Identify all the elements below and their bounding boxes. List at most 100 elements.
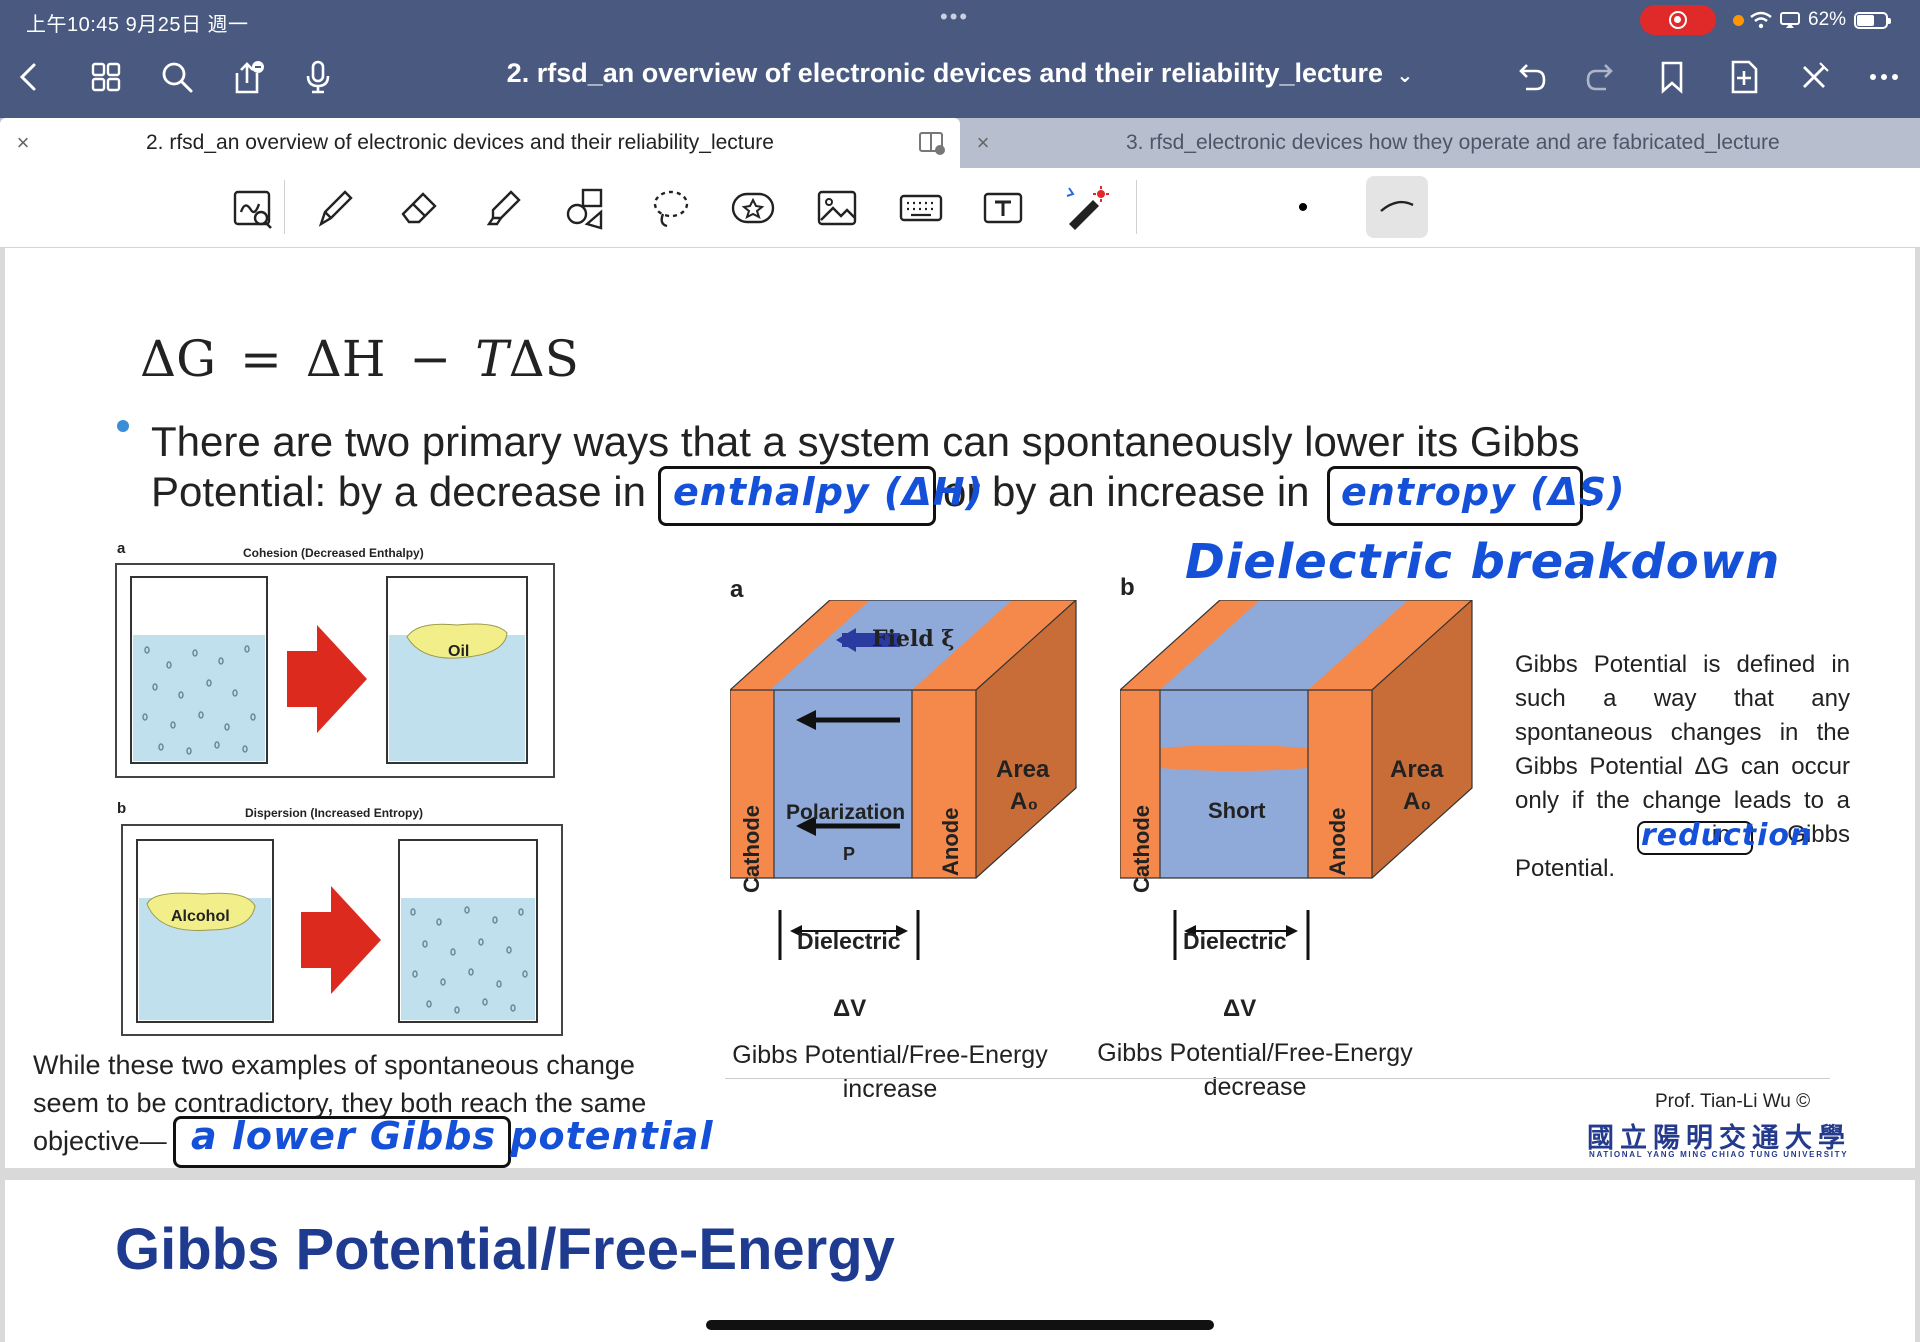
capacitor-a-diagram (730, 600, 1077, 960)
caption-a: Gibbs Potential/Free-Energy increase (732, 1041, 1048, 1103)
close-tab-icon[interactable]: × (976, 130, 990, 155)
lasso-tool[interactable] (644, 182, 698, 234)
area-label-b: Area (1390, 756, 1444, 783)
document-title: 2. rfsd_an overview of electronic device… (506, 58, 1384, 88)
close-pen-icon[interactable] (1792, 55, 1836, 99)
figure-a-title: Cohesion (Decreased Enthalpy) (243, 546, 424, 560)
ink-box-lower-gibbs[interactable] (173, 1116, 511, 1168)
author-credit: Prof. Tian-Li Wu © (1655, 1091, 1811, 1112)
undo-icon[interactable] (1508, 55, 1552, 99)
anode-label-b: Anode (1325, 807, 1350, 876)
share-icon[interactable] (225, 55, 269, 99)
annotation-toolbar: • (0, 168, 1920, 248)
microphone-icon[interactable] (296, 55, 340, 99)
tab-lecture-3[interactable]: × 3. rfsd_electronic devices how they op… (960, 118, 1920, 168)
system-status-icons: 62% (1750, 6, 1892, 34)
pen-tool[interactable] (308, 182, 362, 234)
stroke-style-option[interactable] (1366, 176, 1428, 238)
home-indicator[interactable] (706, 1320, 1214, 1330)
keyboard-tool[interactable] (894, 182, 948, 234)
more-icon[interactable] (1862, 55, 1906, 99)
tab-label: 2. rfsd_an overview of electronic device… (146, 131, 774, 154)
wifi-icon (1750, 11, 1772, 29)
cohesion-beakers (130, 576, 528, 764)
tab-label: 3. rfsd_electronic devices how they oper… (1126, 131, 1780, 154)
bullet-marker (117, 420, 129, 432)
status-time: 上午10:45 9月25日 週一 (26, 14, 249, 36)
dielectric-label-a: Dielectric (797, 928, 901, 954)
footer-divider (725, 1078, 1830, 1079)
caption-b: Gibbs Potential/Free-Energy decrease (1097, 1039, 1413, 1101)
delta-v-label-a: ΔV (833, 995, 867, 1022)
add-page-icon[interactable] (1722, 55, 1766, 99)
ink-entropy[interactable]: entropy (ΔS) (1341, 470, 1626, 514)
ink-box-enthalpy[interactable] (658, 466, 936, 526)
highlighter-tool[interactable] (476, 182, 530, 234)
a0-label-b: A₀ (1403, 788, 1432, 815)
oil-label: Oil (448, 643, 470, 660)
a0-label-a: A₀ (1010, 788, 1039, 815)
ink-enthalpy[interactable]: enthalpy (ΔH) (673, 470, 984, 514)
short-label: Short (1208, 798, 1266, 823)
bookmark-icon[interactable] (1650, 55, 1694, 99)
document-tabs: × 2. rfsd_an overview of electronic devi… (0, 118, 1920, 168)
university-logo-en: NATIONAL YANG MING CHIAO TUNG UNIVERSITY (1589, 1150, 1849, 1159)
battery-icon (1854, 11, 1892, 29)
screen-recording-indicator[interactable] (1640, 5, 1716, 35)
gibbs-formula: ΔG = ΔH − TΔS (140, 330, 579, 388)
ink-box-entropy[interactable] (1327, 466, 1583, 526)
summary-text: While these two examples of spontaneous … (33, 1050, 647, 1156)
next-slide-title: Gibbs Potential/Free-Energy (115, 1217, 895, 1282)
document-title-menu[interactable]: 2. rfsd_an overview of electronic device… (470, 58, 1450, 89)
p-label: P (843, 844, 856, 864)
figure-a-label: a (117, 540, 126, 557)
area-label-a: Area (996, 756, 1050, 783)
cathode-label-b: Cathode (1129, 805, 1154, 893)
screen-mirroring-icon (1780, 12, 1800, 28)
polarization-label: Polarization (786, 801, 906, 824)
split-view-icon[interactable] (918, 130, 946, 156)
bullet-line-1: There are two primary ways that a system… (151, 418, 1580, 465)
navigation-bar: 上午10:45 9月25日 週一 ••• 62% 2. rfsd_an over… (0, 0, 1920, 118)
search-icon[interactable] (155, 55, 199, 99)
cohesion-panel (115, 563, 555, 778)
cathode-label-a: Cathode (739, 805, 764, 893)
figure-b-title: Dispersion (Increased Entropy) (245, 806, 424, 820)
next-slide-page: Gibbs Potential/Free-Energy (5, 1180, 1915, 1342)
multitask-dots[interactable]: ••• (940, 4, 970, 29)
back-chevron-icon[interactable] (8, 55, 52, 99)
shapes-tool[interactable] (560, 182, 614, 234)
ink-lower-gibbs[interactable]: a lower Gibbs potential (191, 1114, 714, 1158)
mic-in-use-dot (1733, 15, 1744, 26)
image-tool[interactable] (810, 182, 864, 234)
gibbs-definition-text: Gibbs Potential is defined in such a way… (1515, 651, 1850, 882)
dispersion-beakers (136, 839, 538, 1023)
field-label: Field ξ (872, 626, 955, 652)
figure-b-label: b (117, 800, 127, 817)
close-tab-icon[interactable]: × (16, 130, 30, 155)
grid-icon[interactable] (84, 55, 128, 99)
anode-label-a: Anode (938, 807, 963, 876)
capacitor-b-label: b (1120, 574, 1135, 601)
capacitor-b-diagram (1120, 600, 1473, 960)
stroke-size-option[interactable]: • (1297, 191, 1309, 224)
ink-dielectric-breakdown[interactable]: Dielectric breakdown (1185, 534, 1781, 590)
eraser-tool[interactable] (392, 182, 446, 234)
chevron-down-icon: ⌄ (1396, 65, 1414, 87)
tab-lecture-2[interactable]: × 2. rfsd_an overview of electronic devi… (0, 118, 960, 168)
capacitor-a-label: a (730, 576, 744, 603)
alcohol-label: Alcohol (171, 908, 230, 925)
battery-percent: 62% (1808, 9, 1847, 30)
dispersion-panel (121, 824, 563, 1036)
ink-reduction[interactable]: reduction (1641, 818, 1813, 853)
slide-page: ΔG = ΔH − TΔS There are two primary ways… (5, 248, 1915, 1168)
text-tool[interactable] (976, 182, 1030, 234)
delta-v-label-b: ΔV (1223, 995, 1257, 1022)
laser-pointer-tool[interactable] (1058, 182, 1112, 234)
zoom-window-tool[interactable] (226, 182, 280, 234)
redo-icon[interactable] (1580, 55, 1624, 99)
ink-box-reduction[interactable] (1637, 821, 1753, 855)
university-logo-cn: 國立陽明交通大學 (1587, 1123, 1851, 1153)
sticker-tool[interactable] (726, 182, 780, 234)
